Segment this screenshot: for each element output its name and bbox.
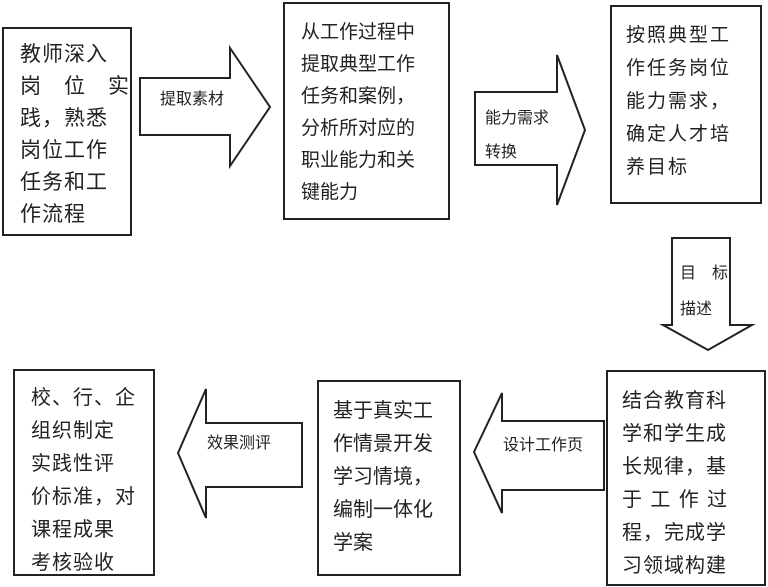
node-learning-situation: 基于真实工 作情景开发 学习情境， 编制一体化 学案 <box>317 380 461 576</box>
node-teacher-practice: 教师深入 岗 位 实 践，熟悉 岗位工作 任务和工 作流程 <box>2 27 132 236</box>
arrow-goal-description <box>659 237 756 352</box>
node-evaluation-standard: 校、行、企 组织制定 实践性评 价标准，对 课程成果 考核验收 <box>13 369 155 576</box>
node-text: 从工作过程中 提取典型工作 任务和案例， 分析所对应的 职业能力和关 键能力 <box>301 21 416 203</box>
arrow-label-evaluation: 效果测评 <box>207 433 272 452</box>
node-text: 校、行、企 组织制定 实践性评 价标准，对 课程成果 考核验收 <box>31 385 136 574</box>
arrow-evaluation <box>176 388 303 519</box>
arrow-ability-transform <box>474 54 587 206</box>
node-training-goal: 按照典型工 作任务岗位 能力需求， 确定人才培 养目标 <box>610 5 762 204</box>
arrow-label-extract-material: 提取素材 <box>160 89 225 108</box>
node-text: 结合教育科 学和学生成 长规律，基 于 工 作 过 程，完成学 习领域构建 <box>622 388 729 577</box>
node-learning-domain: 结合教育科 学和学生成 长规律，基 于 工 作 过 程，完成学 习领域构建 <box>606 370 766 586</box>
node-text: 按照典型工 作任务岗位 能力需求， 确定人才培 养目标 <box>626 24 732 178</box>
arrow-label-goal-description: 目 标 描述 <box>680 263 729 318</box>
node-text: 基于真实工 作情景开发 学习情境， 编制一体化 学案 <box>333 398 433 554</box>
arrow-design-worksheet <box>472 392 605 514</box>
node-text: 教师深入 岗 位 实 践，熟悉 岗位工作 任务和工 作流程 <box>20 42 130 226</box>
node-extract-tasks: 从工作过程中 提取典型工作 任务和案例， 分析所对应的 职业能力和关 键能力 <box>283 2 450 220</box>
arrow-label-design-worksheet: 设计工作页 <box>503 435 584 454</box>
arrow-extract-material <box>139 44 272 170</box>
arrow-label-ability-transform: 能力需求 转换 <box>485 108 550 161</box>
